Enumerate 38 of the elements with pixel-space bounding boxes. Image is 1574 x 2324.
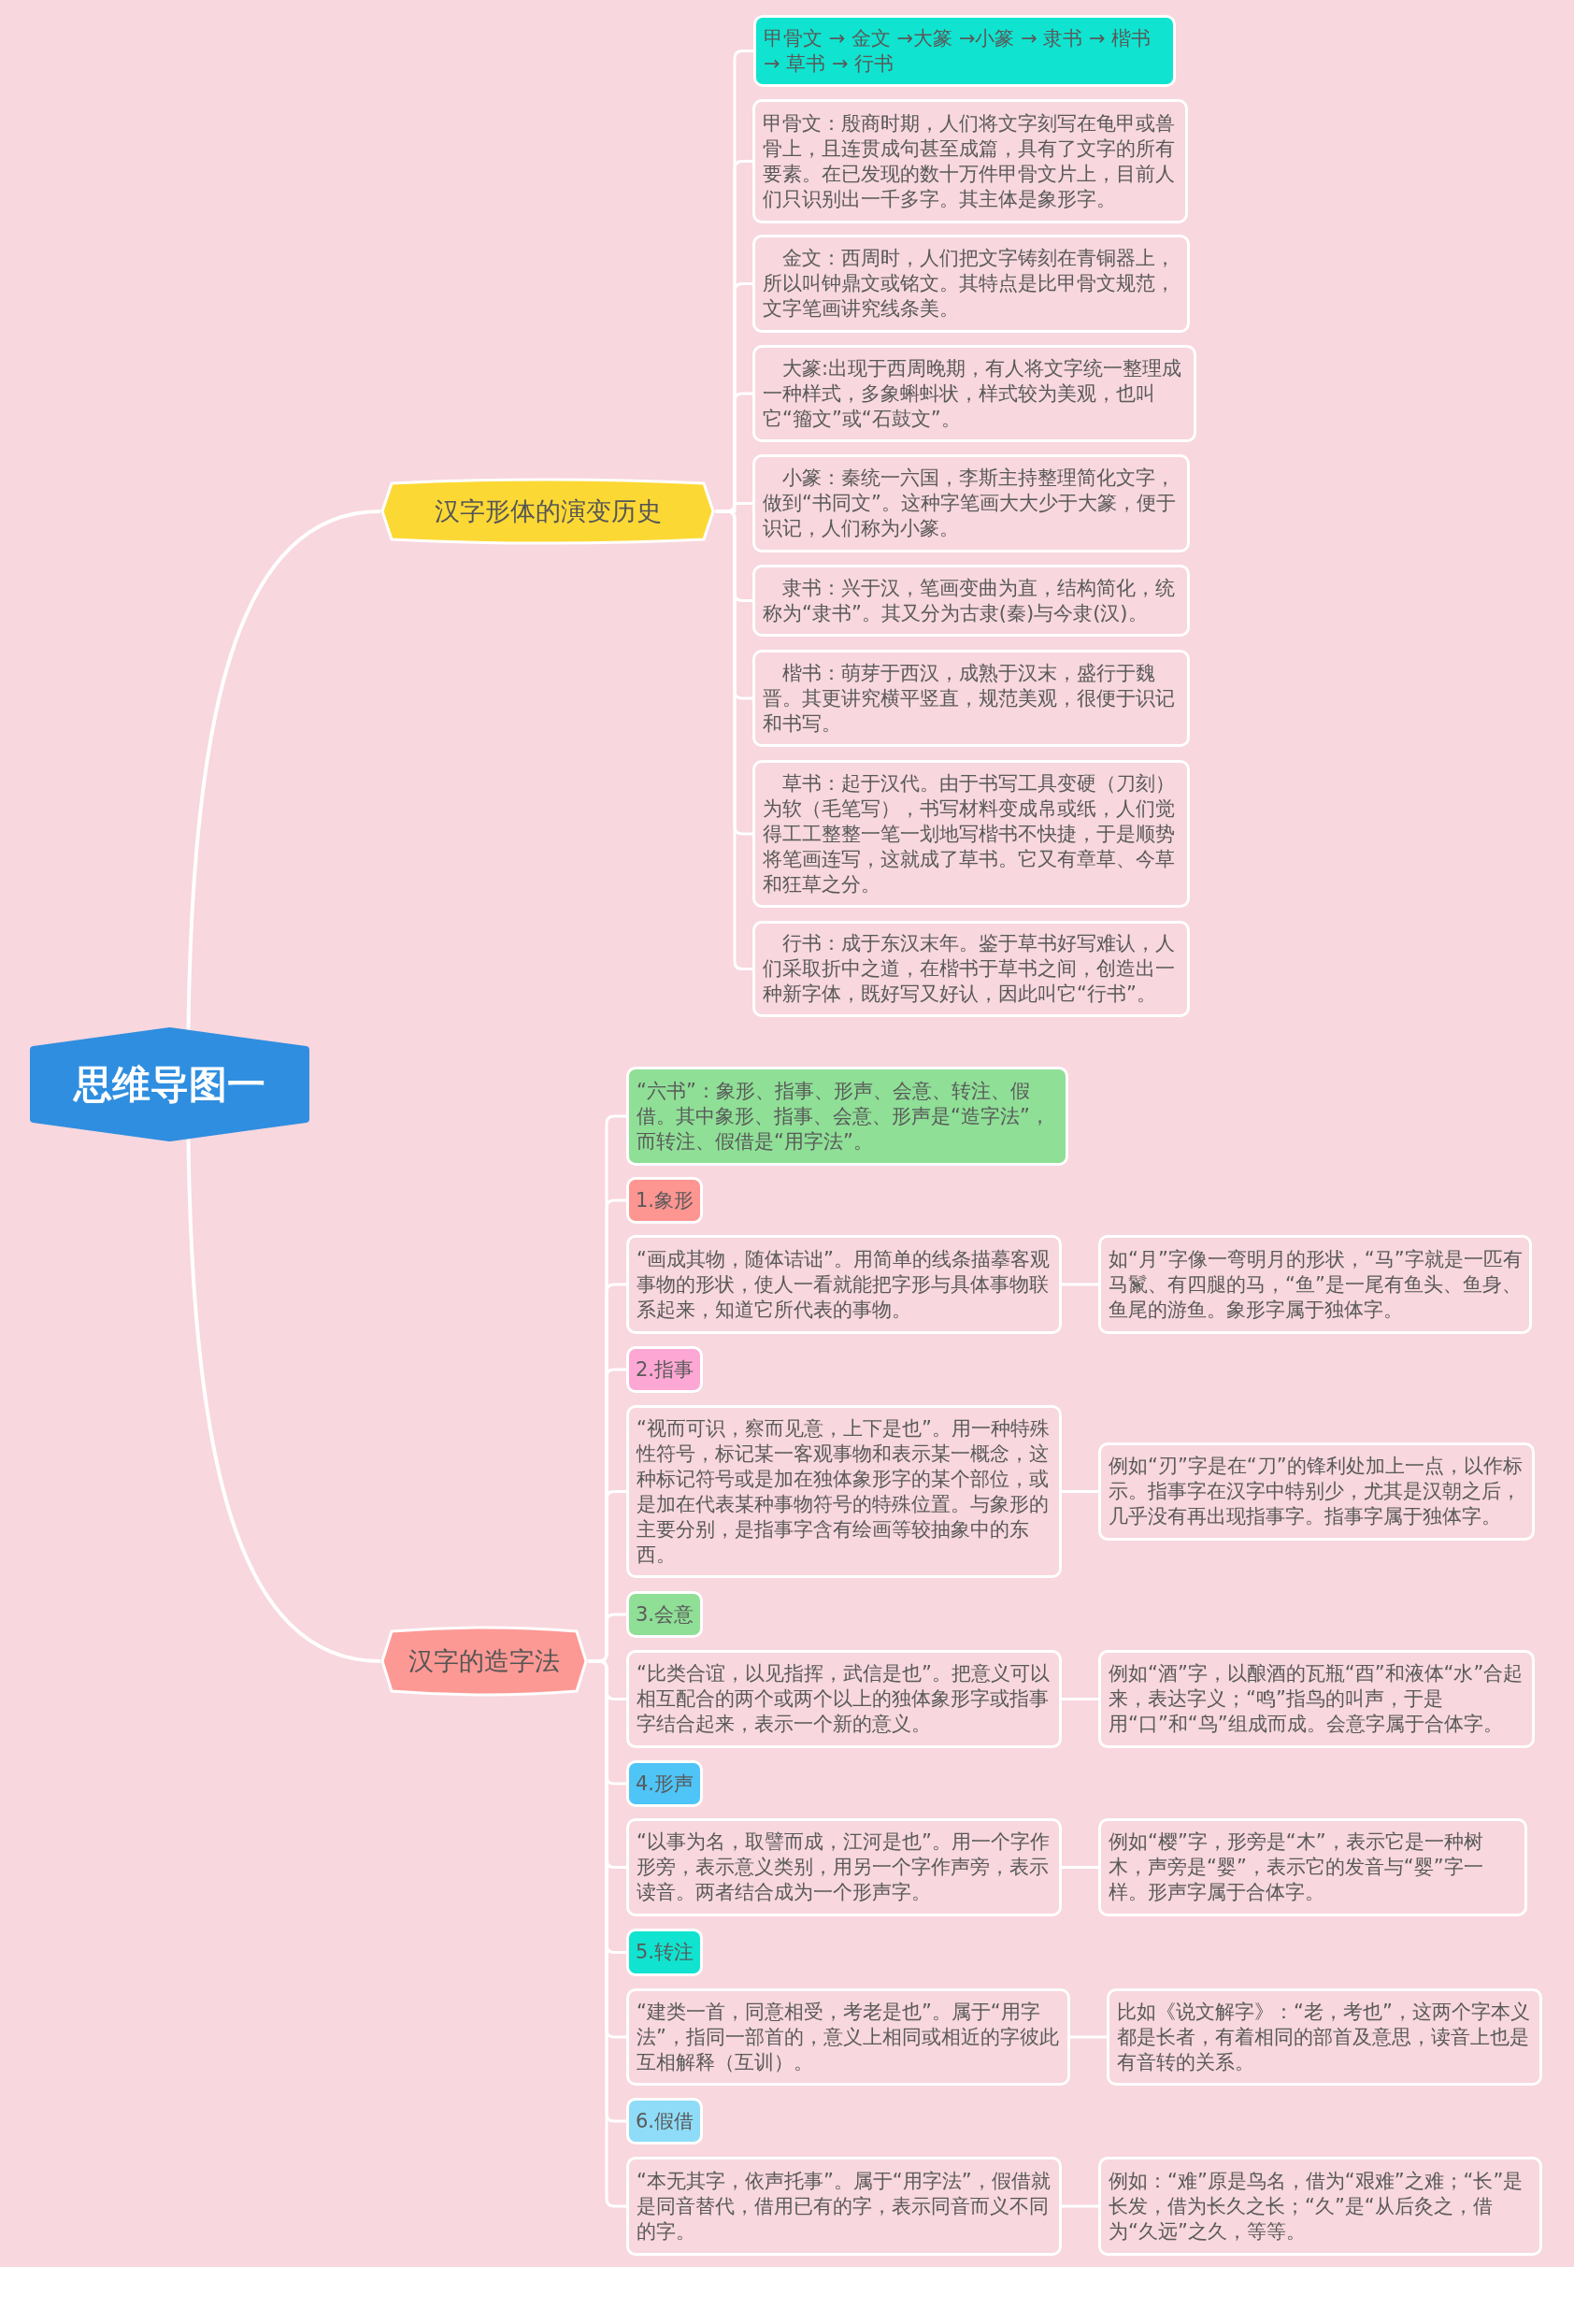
topic-box: 如“月”字像一弯明月的形状，“马”字就是一匹有马鬣、有四腿的马，“鱼”是一尾有鱼头、鱼身、鱼尾的游鱼。象形字属于独体字。	[1098, 1235, 1532, 1334]
connector-line	[1062, 1698, 1098, 1700]
topic-box: 例如：“难”原是鸟名，借为“艰难”之难；“长”是长发，借为长久之长；“久”是“从后灸之，借为“久远”之久，等等。	[1098, 2157, 1542, 2256]
topic-box: “建类一首，同意相受，考老是也”。属于“用字法”，指同一部首的，意义上相同或相近的字彼此互相解释（互训）。	[626, 1988, 1070, 2086]
subtopic-tag: 4.形声	[626, 1760, 703, 1807]
topic-box: 比如《说文解字》：“老，考也”，这两个字本义都是长者，有着相同的部首及意思，读音上也是有音转的关系。	[1107, 1988, 1542, 2086]
topic-box: “以事为名，取譬而成，江河是也”。用一个字作形旁，表示意义类别，用另一个字作声旁，表示读音。两者结合成为一个形声字。	[626, 1818, 1062, 1916]
topic-box: 例如“刃”字是在“刀”的锋利处加上一点，以作标示。指事字在汉字中特别少，尤其是汉朝之后，几乎没有再出现指事字。指事字属于独体字。	[1098, 1442, 1535, 1541]
topic-box: 金文：西周时，人们把文字铸刻在青铜器上，所以叫钟鼎文或铭文。其特点是比甲骨文规范，文字笔画讲究线条美。	[752, 235, 1190, 333]
topic-box: “六书”：象形、指事、形声、会意、转注、假借。其中象形、指事、会意、形声是“造字法”，而转注、假借是“用字法”。	[626, 1067, 1068, 1166]
topic-box: 草书：起于汉代。由于书写工具变硬（刀刻）为软（毛笔写），书写材料变成帛或纸，人们觉得工工整整一笔一划地写楷书不快捷，于是顺势将笔画连写，这就成了草书。它又有章草、今草和狂草之分。	[752, 760, 1190, 908]
topic-box: 大篆:出现于西周晚期，有人将文字统一整理成一种样式，多象蝌蚪状，样式较为美观，也叫它“籀文”或“石鼓文”。	[752, 345, 1196, 442]
topic-box: “画成其物，随体诘诎”。用简单的线条描摹客观事物的形状，使人一看就能把字形与具体事物联系起来，知道它所代表的事物。	[626, 1235, 1062, 1334]
connector-line	[1062, 1490, 1098, 1493]
topic-box: 楷书：萌芽于西汉，成熟于汉末，盛行于魏晋。其更讲究横平竖直，规范美观，很便于识记和书写。	[752, 650, 1190, 747]
connector-line	[186, 1139, 381, 1663]
topic-box: “本无其字，依声托事”。属于“用字法”，假借就是同音替代，借用已有的字，表示同音而义不同的字。	[626, 2157, 1062, 2256]
topic-box: 甲骨文 → 金文 →大篆 →小篆 → 隶书 → 楷书 → 草书 → 行书	[753, 15, 1176, 87]
topic-box: 例如“樱”字，形旁是“木”，表示它是一种树木，声旁是“婴”，表示它的发音与“婴”字一样。形声字属于合体字。	[1098, 1818, 1527, 1916]
topic-box: 小篆：秦统一六国，李斯主持整理简化文字，做到“书同文”。这种字笔画大大少于大篆，便于识记，人们称为小篆。	[752, 454, 1190, 552]
subtopic-tag: 2.指事	[626, 1346, 703, 1393]
subtopic-tag: 3.会意	[626, 1591, 703, 1638]
topic-box: “视而可识，察而见意，上下是也”。用一种特殊性符号，标记某一客观事物和表示某一概念，这种标记符号或是加在独体象形字的某个部位，或是加在代表某种事物符号的特殊位置。与象形的主要分别，是指事字含有绘画等较抽象中的东西。	[626, 1405, 1062, 1578]
topic-box: 例如“酒”字，以酿酒的瓦瓶“酉”和液体“水”合起来，表达字义；“鸣”指鸟的叫声，于是用“口”和“鸟”组成而成。会意字属于合体字。	[1098, 1650, 1535, 1748]
topic-box: 隶书：兴于汉，笔画变曲为直，结构简化，统称为“隶书”。其又分为古隶(秦)与今隶(汉)。	[752, 565, 1190, 637]
branch-topic: 汉字形体的演变历史	[380, 478, 715, 545]
subtopic-tag: 6.假借	[626, 2098, 703, 2145]
connector-line	[1062, 1283, 1098, 1286]
topic-box: “比类合谊，以见指挥，武信是也”。把意义可以相互配合的两个或两个以上的独体象形字或指事字结合起来，表示一个新的意义。	[626, 1650, 1062, 1748]
branch-topic: 汉字的造字法	[380, 1626, 588, 1697]
subtopic-tag: 1.象形	[626, 1177, 703, 1224]
connector-line	[1070, 2035, 1107, 2039]
connector-line	[1062, 2204, 1098, 2208]
connector-line	[186, 509, 381, 1030]
topic-box: 行书：成于东汉末年。鉴于草书好写难认，人们采取折中之道，在楷书于草书之间，创造出一种新字体，既好写又好认，因此叫它“行书”。	[752, 921, 1190, 1017]
subtopic-tag: 5.转注	[626, 1929, 703, 1976]
topic-box: 甲骨文：殷商时期，人们将文字刻写在龟甲或兽骨上，且连贯成句甚至成篇，具有了文字的所有要素。在已发现的数十万件甲骨文片上，目前人们只识别出一千多字。其主体是象形字。	[752, 99, 1188, 223]
connector-line	[1062, 1866, 1098, 1869]
